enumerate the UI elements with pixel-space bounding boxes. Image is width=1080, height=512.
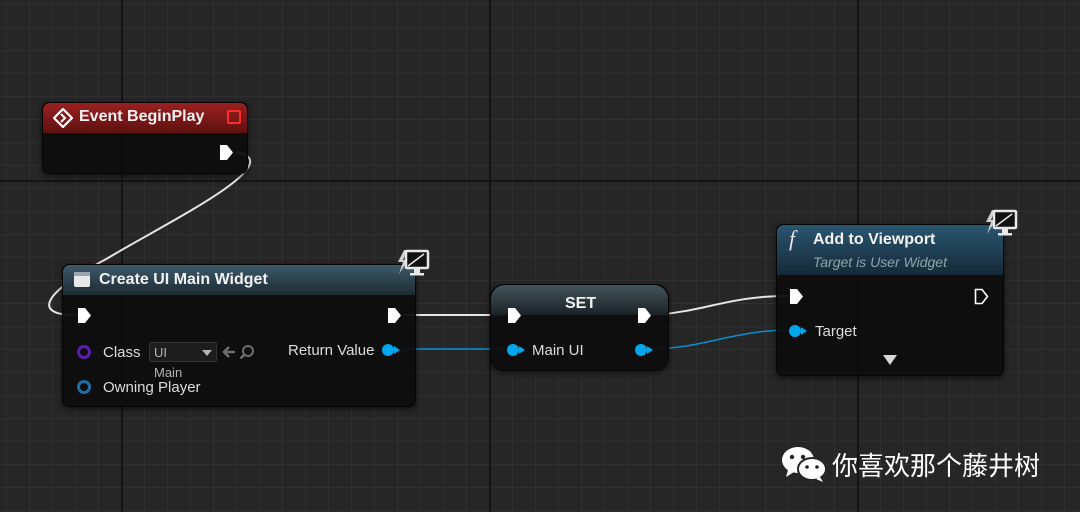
exec-out-pin-unconnected[interactable]: [974, 288, 989, 305]
set-title: SET: [565, 295, 597, 312]
browse-search-icon[interactable]: [239, 344, 255, 360]
function-icon: f: [789, 226, 796, 251]
expand-advanced-icon[interactable]: [883, 355, 897, 365]
wechat-watermark: 你喜欢那个藤井树: [780, 440, 1070, 486]
class-pin-label: Class: [103, 344, 141, 361]
add-to-viewport-node[interactable]: f Add to Viewport Target is User Widget …: [776, 224, 1004, 376]
return-value-pin[interactable]: [382, 344, 400, 356]
create-widget-header: [63, 265, 415, 295]
widget-icon: [74, 272, 90, 287]
class-pin[interactable]: [77, 345, 91, 359]
add-to-viewport-header: [777, 225, 1003, 275]
exec-out-pin[interactable]: [637, 307, 652, 324]
create-widget-node[interactable]: Create UI Main Widget Class UI Main Retu…: [62, 264, 416, 407]
chevron-down-icon: [202, 350, 212, 356]
use-selected-arrow-icon[interactable]: [221, 344, 237, 360]
exec-out-pin[interactable]: [387, 307, 402, 324]
exec-out-pin[interactable]: [219, 144, 234, 161]
main-ui-out-pin[interactable]: [635, 344, 653, 356]
add-to-viewport-subtitle: Target is User Widget: [813, 254, 947, 270]
exec-in-pin[interactable]: [789, 288, 804, 305]
delegate-pin-icon[interactable]: [227, 110, 241, 124]
main-ui-in-pin[interactable]: [507, 344, 525, 356]
event-beginplay-title: Event BeginPlay: [79, 108, 205, 125]
target-label: Target: [815, 323, 857, 340]
add-to-viewport-title: Add to Viewport: [813, 231, 936, 248]
event-beginplay-header: [43, 103, 247, 133]
set-node[interactable]: SET Main UI: [490, 284, 669, 371]
class-dropdown[interactable]: UI Main: [149, 342, 217, 380]
exec-in-pin[interactable]: [77, 307, 92, 324]
owning-player-label: Owning Player: [103, 379, 201, 396]
watermark-text: 你喜欢那个藤井树: [832, 452, 1041, 482]
exec-in-pin[interactable]: [507, 307, 522, 324]
event-diamond-icon: [53, 108, 73, 128]
object-wire-mainui-to-target[interactable]: [647, 329, 794, 350]
create-widget-title: Create UI Main Widget: [99, 271, 268, 288]
client-server-monitor-icon: [986, 209, 1018, 236]
exec-wire-set-to-viewport[interactable]: [655, 295, 789, 316]
main-ui-label: Main UI: [532, 342, 584, 359]
target-pin[interactable]: [789, 325, 807, 337]
client-server-monitor-icon: [398, 249, 430, 276]
return-value-label: Return Value: [288, 342, 375, 359]
owning-player-pin[interactable]: [77, 380, 91, 394]
wechat-icon: [782, 447, 827, 482]
event-beginplay-node[interactable]: Event BeginPlay: [42, 102, 248, 174]
class-dropdown-value: UI Main: [154, 345, 183, 380]
